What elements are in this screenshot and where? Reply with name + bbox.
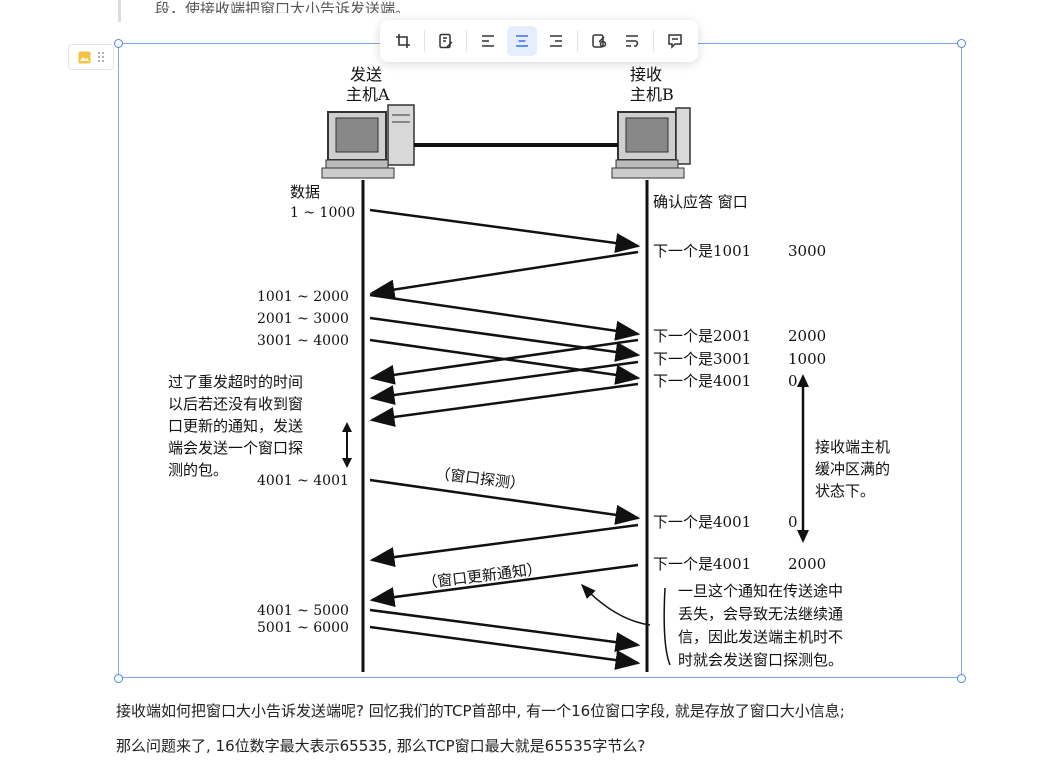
receiver-computer-icon	[611, 107, 691, 179]
buffer-note-line: 缓冲区满的	[815, 460, 890, 478]
resize-handle-top-left[interactable]	[114, 39, 123, 48]
drag-handle-icon[interactable]	[97, 51, 105, 63]
loss-note-line: 信，因此发送端主机时不	[678, 628, 843, 646]
ack-window-label: 确认应答 窗口	[653, 193, 748, 211]
quote-bar	[118, 0, 121, 22]
wrap-button[interactable]	[617, 26, 647, 56]
crop-icon	[395, 34, 410, 48]
comment-button[interactable]	[660, 26, 690, 56]
link-button[interactable]	[584, 26, 614, 56]
timeout-note-line: 端会发送一个窗口探	[168, 439, 303, 457]
paragraph: 接收端如何把窗口大小告诉发送端呢? 回忆我们的TCP首部中, 有一个16位窗口字…	[116, 702, 845, 720]
window-value: 1000	[788, 350, 826, 368]
resize-handle-top-right[interactable]	[957, 39, 966, 48]
resize-handle-bottom-left[interactable]	[114, 674, 123, 683]
loss-note-line: 丢失，会导致无法继续通	[678, 605, 843, 623]
receiver-label-2: 主机B	[630, 85, 674, 104]
ack-label: 下一个是4001	[653, 372, 751, 390]
loss-note-line: 一旦这个通知在传送途中	[678, 582, 843, 600]
ack-label: 下一个是2001	[653, 327, 751, 345]
image-icon	[78, 51, 90, 63]
segment-label: 3001 ~ 4000	[257, 333, 349, 349]
sender-label-1: 发送	[350, 65, 382, 84]
sender-computer-icon	[321, 104, 415, 179]
resize-handle-bottom-right[interactable]	[957, 674, 966, 683]
buffer-note-line: 接收端主机	[815, 438, 890, 456]
toolbar-divider	[423, 30, 425, 52]
link-icon	[591, 34, 606, 48]
segment-label: 1001 ~ 2000	[257, 289, 349, 305]
receiver-label-1: 接收	[630, 65, 662, 84]
window-probe-label: （窗口探测）	[434, 464, 526, 493]
sender-label-2: 主机A	[346, 85, 390, 104]
paragraph: 那么问题来了, 16位数字最大表示65535, 那么TCP窗口最大就是65535…	[116, 737, 646, 755]
timeout-note-line: 口更新的通知，发送	[168, 417, 303, 435]
segment-label: 4001 ~ 4001	[257, 473, 349, 489]
image-block-handle[interactable]	[68, 44, 114, 70]
ack-label: 下一个是4001	[653, 555, 751, 573]
toolbar-divider	[576, 30, 578, 52]
window-value: 2000	[788, 555, 826, 573]
tcp-window-probe-diagram: 发送 主机A 接收 主机B 数据 确认应答 窗口 1 ~ 1000 1001 ~…	[168, 65, 890, 672]
segment-label: 1 ~ 1000	[290, 205, 355, 221]
window-value: 0	[788, 372, 798, 390]
loss-note-line: 时就会发送窗口探测包。	[678, 651, 843, 669]
window-value: 3000	[788, 242, 826, 260]
edit-doc-icon	[438, 33, 453, 49]
comment-icon	[668, 34, 682, 49]
toolbar-divider	[653, 30, 655, 52]
previous-paragraph: 段，使接收端把窗口大小告诉发送端。	[155, 0, 411, 18]
timeout-note-line: 测的包。	[168, 461, 228, 479]
segment-label: 5001 ~ 6000	[257, 620, 349, 636]
segment-label: 2001 ~ 3000	[257, 311, 349, 327]
window-value: 0	[788, 513, 798, 531]
align-center-icon	[516, 35, 529, 47]
ack-label: 下一个是4001	[653, 513, 751, 531]
data-label: 数据	[290, 183, 320, 201]
ack-label: 下一个是3001	[653, 350, 751, 368]
image-toolbar	[380, 20, 698, 62]
crop-button[interactable]	[388, 26, 418, 56]
timeout-note-line: 以后若还没有收到窗	[168, 395, 303, 413]
align-right-button[interactable]	[541, 26, 571, 56]
window-value: 2000	[788, 327, 826, 345]
align-center-button[interactable]	[507, 26, 537, 56]
window-update-label: （窗口更新通知）	[421, 560, 542, 592]
ack-label: 下一个是1001	[653, 242, 751, 260]
wrap-icon	[626, 35, 639, 47]
segment-label: 4001 ~ 5000	[257, 603, 349, 619]
align-left-button[interactable]	[473, 26, 503, 56]
buffer-note-line: 状态下。	[815, 482, 875, 500]
align-right-icon	[549, 35, 562, 47]
timeout-note-line: 过了重发超时的时间	[168, 373, 303, 391]
edit-doc-button[interactable]	[431, 26, 461, 56]
toolbar-divider	[466, 30, 468, 52]
align-left-icon	[482, 35, 495, 47]
